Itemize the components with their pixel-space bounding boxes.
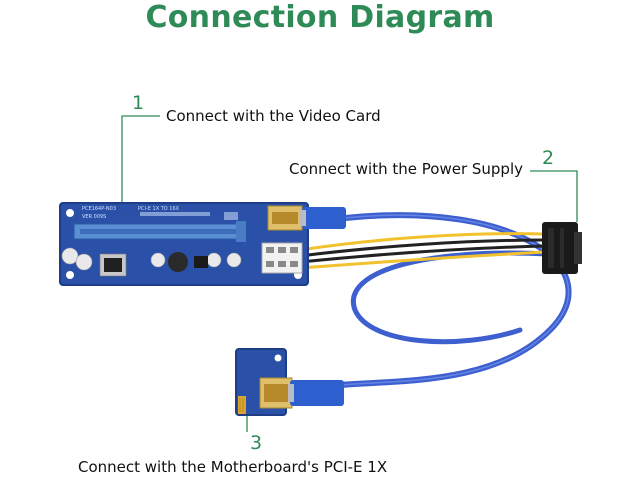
sata-power-connector [542, 222, 582, 274]
callout-label-3: Connect with the Motherboard's PCI-E 1X [78, 458, 388, 476]
callout-number-3: 3 [250, 432, 263, 454]
usb-plug-upper [300, 207, 346, 229]
usb-cable [337, 212, 572, 388]
usb-plug-lower [288, 380, 344, 406]
riser-board-video-card [59, 202, 309, 286]
callout-number-2: 2 [542, 147, 555, 169]
callout-line-1 [121, 115, 160, 225]
pcie-x1-adapter [235, 348, 293, 416]
board-silkscreen-spec: PCI-E 1X TO 16X [138, 206, 180, 212]
board-silkscreen-version: VER 009S [82, 214, 107, 220]
callout-number-1: 1 [132, 92, 145, 114]
sata-loop-cable [350, 250, 551, 345]
callout-label-1: Connect with the Video Card [166, 107, 381, 125]
board-silkscreen-model: PCE164P-N03 [82, 206, 117, 212]
page-title: Connection Diagram [145, 0, 495, 35]
callout-label-2: Connect with the Power Supply [289, 160, 524, 178]
power-wires [299, 232, 546, 270]
callout-line-2 [530, 170, 578, 222]
